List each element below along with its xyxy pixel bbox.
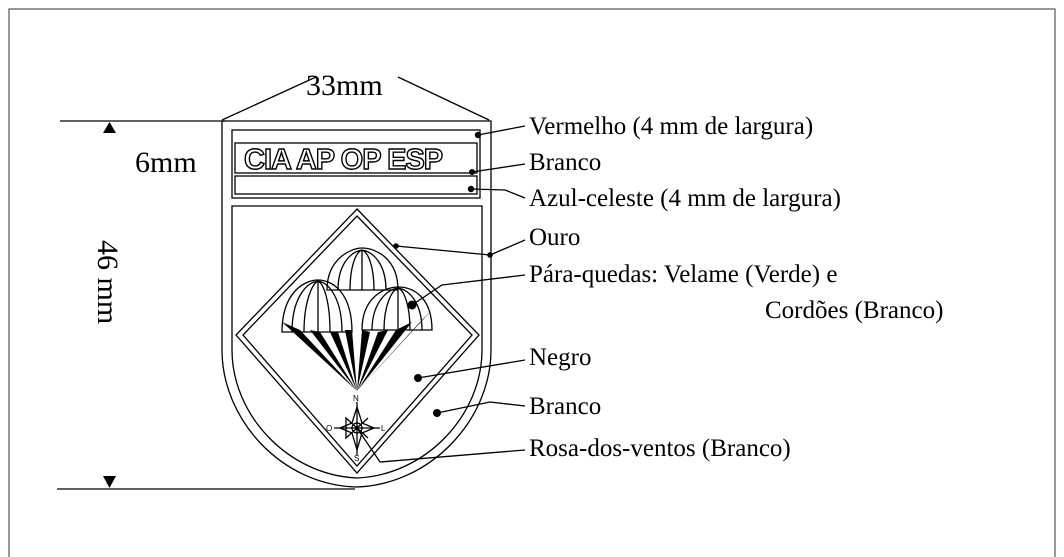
white-stripe (234, 142, 478, 174)
blue-stripe (234, 175, 478, 195)
callout-red: Vermelho (4 mm de largura) (529, 113, 813, 140)
callout-black: Negro (529, 344, 591, 371)
callout-gold: Ouro (529, 224, 580, 251)
stripe-height-label: 6mm (135, 146, 197, 179)
width-dimension-label: 33mm (306, 69, 383, 102)
shield-inner-border (231, 205, 483, 479)
callout-white-field: Branco (529, 393, 601, 420)
callout-parachute: Pára-quedas: Velame (Verde) e (529, 261, 837, 288)
diagram-frame (8, 8, 1056, 557)
callout-compass: Rosa-dos-ventos (Branco) (529, 435, 791, 462)
diamond-inner (242, 215, 473, 467)
leader-lines (355, 125, 526, 463)
badge-title-text: CIA AP OP ESP (244, 144, 443, 176)
compass-south-label: S (354, 454, 359, 463)
shield-outer-border (221, 120, 492, 488)
callout-white-stripe: Branco (529, 149, 601, 176)
callout-sky-blue: Azul-celeste (4 mm de largura) (529, 185, 841, 212)
height-dimension-label: 46 mm (91, 240, 124, 324)
callout-parachute-cords: Cordões (Branco) (765, 297, 943, 324)
top-stripe-box (231, 129, 481, 199)
diamond-outer (235, 208, 480, 474)
width-bracket-right (397, 76, 490, 121)
arrow-down-icon (103, 476, 116, 488)
compass-east-label: L (381, 424, 386, 433)
compass-north-label: N (353, 394, 359, 403)
parachutes-icon (281, 247, 433, 391)
width-bracket-left (221, 76, 317, 121)
arrow-up-icon (103, 122, 116, 133)
compass-west-label: O (326, 424, 332, 433)
